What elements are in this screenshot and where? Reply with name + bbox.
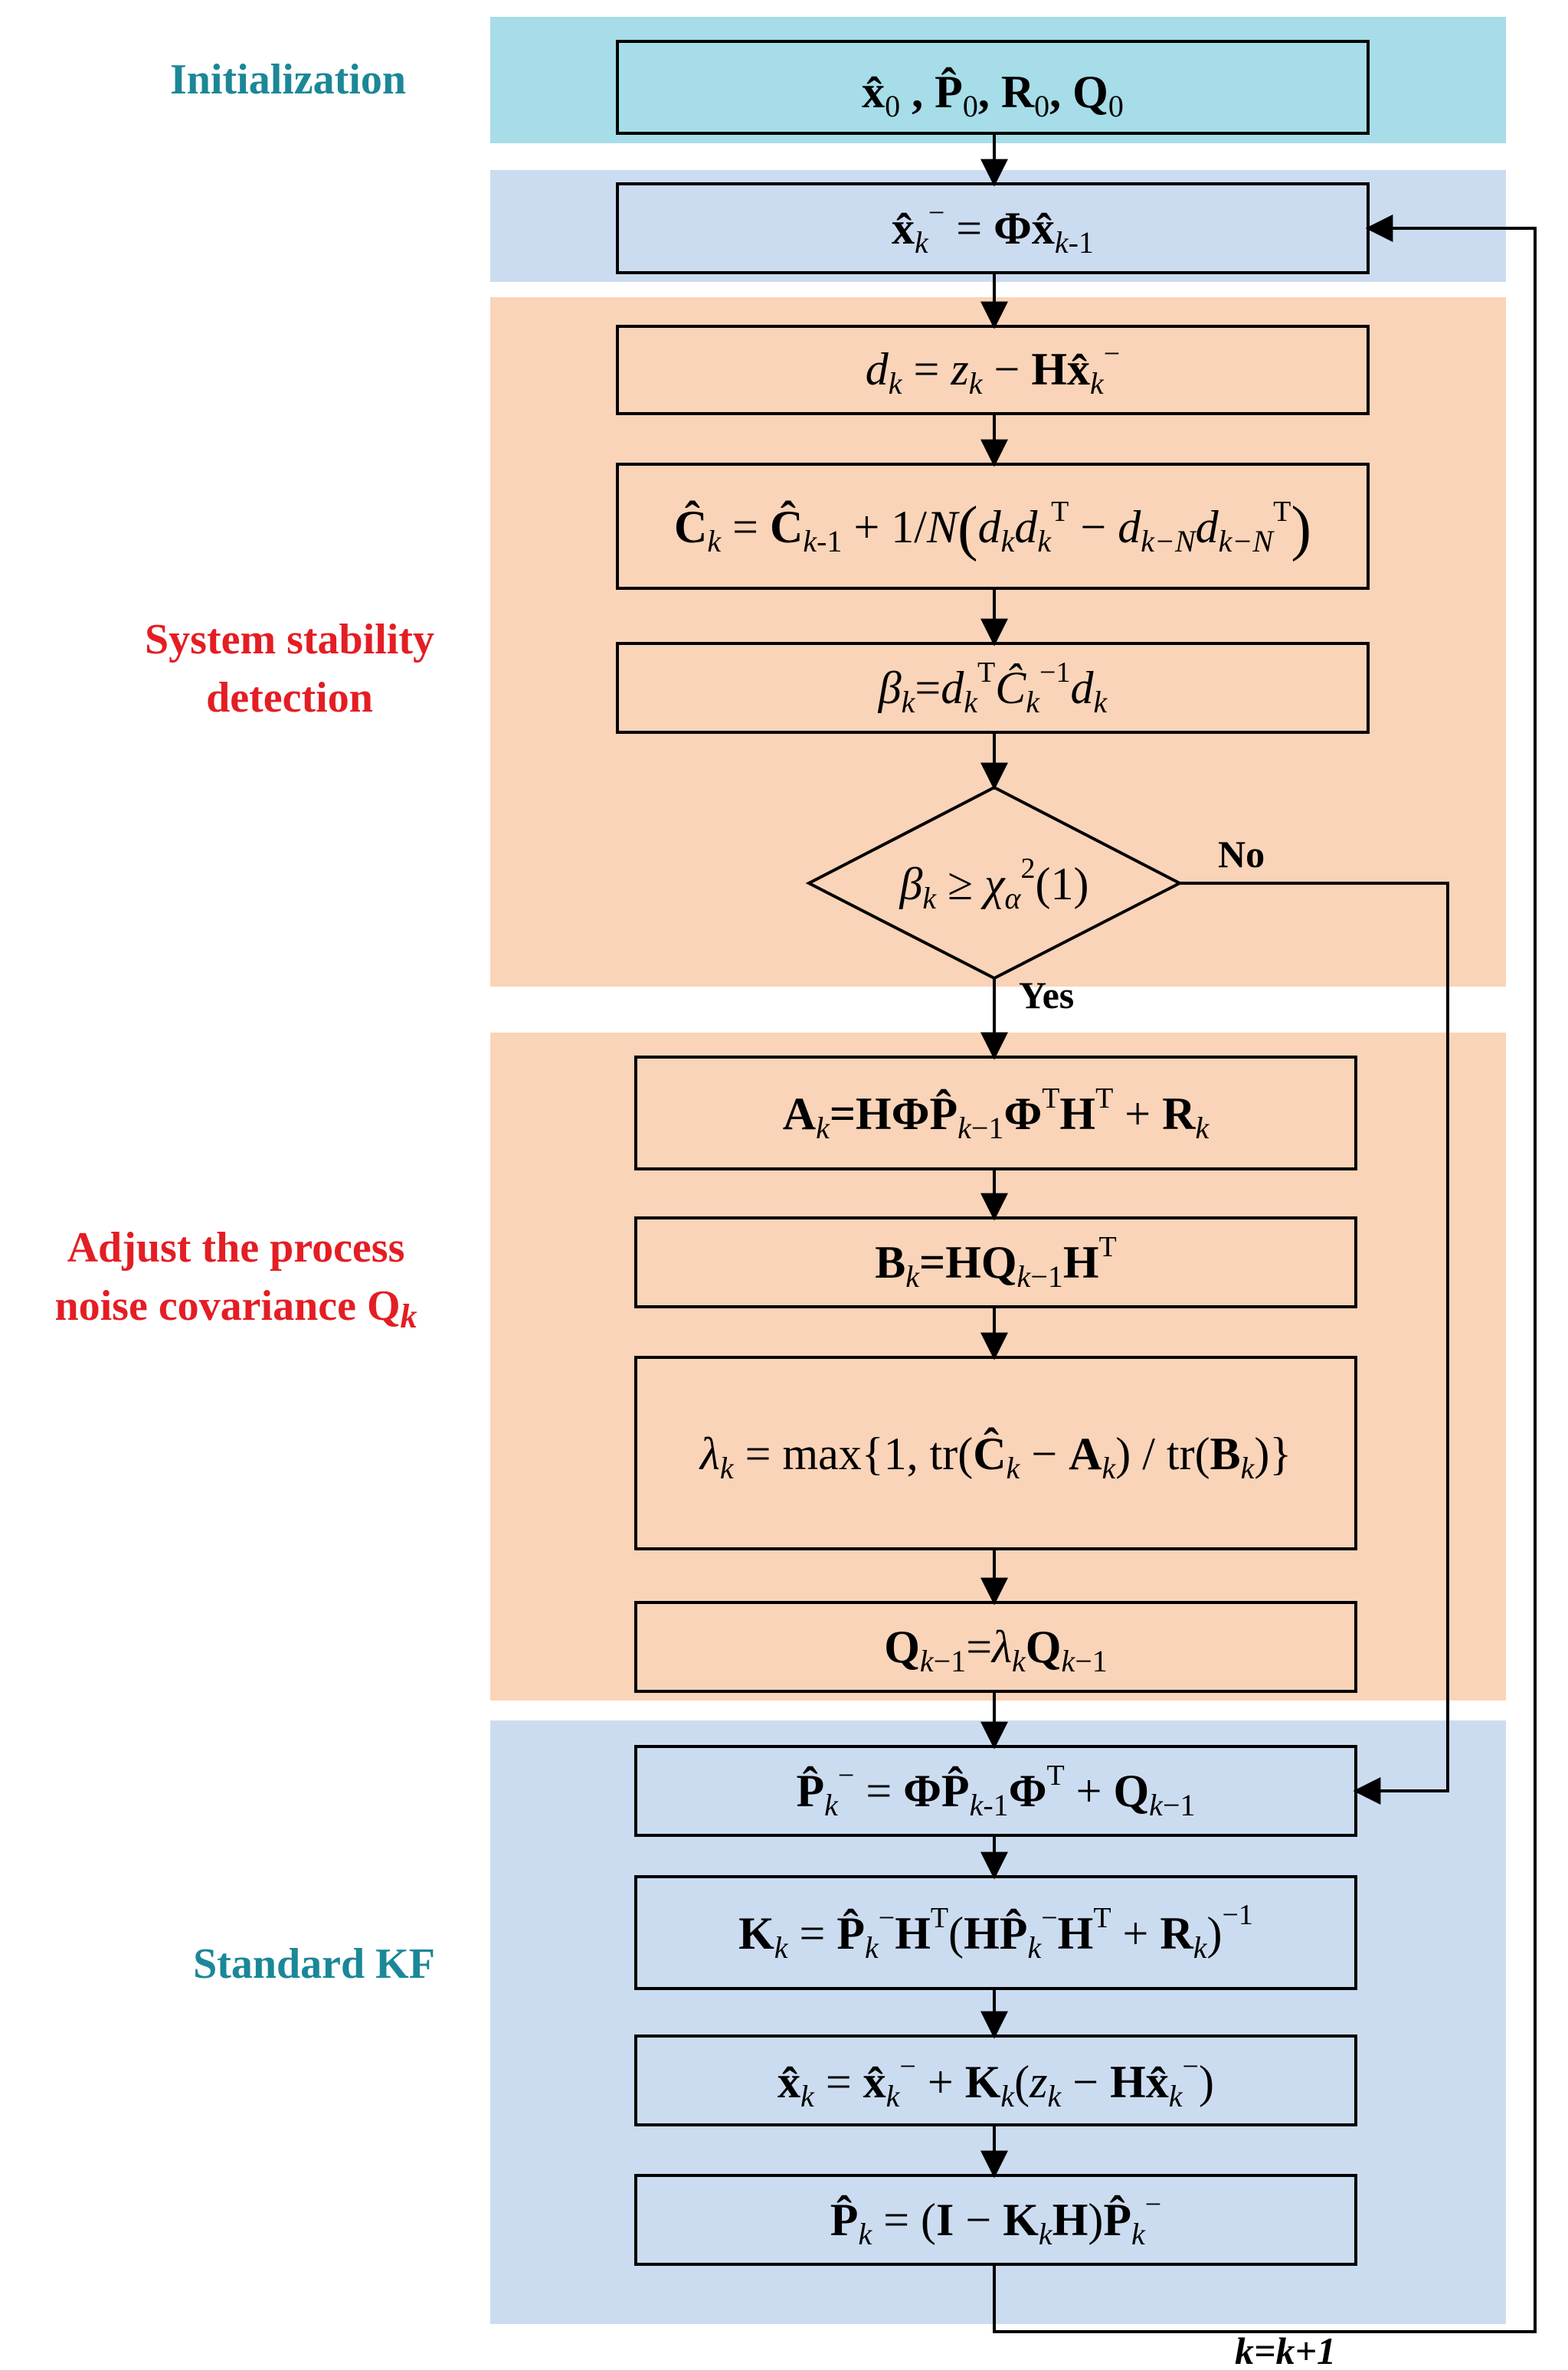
q-update-box bbox=[634, 1601, 1357, 1693]
innovation-cov-box bbox=[616, 463, 1370, 590]
innovation-equation: dk = zk − Hx̂k− bbox=[866, 338, 1120, 401]
predict-cov-equation: P̂k− = ΦP̂k-1ΦT + Qk−1 bbox=[796, 1759, 1195, 1822]
init-box bbox=[616, 40, 1370, 135]
lambda-box bbox=[634, 1356, 1357, 1550]
q-update-equation: Qk−1=λkQk−1 bbox=[884, 1622, 1108, 1678]
update-cov-box bbox=[634, 2174, 1357, 2266]
update-state-box bbox=[634, 2034, 1357, 2126]
stability-label-line2: detection bbox=[206, 674, 373, 722]
update-cov-equation: P̂k = (I − KkH)P̂k− bbox=[830, 2188, 1161, 2251]
initialization-label: Initialization bbox=[170, 56, 406, 103]
gain-equation: Kk = P̂k−HT(HP̂k−HT + Rk)−1 bbox=[738, 1899, 1253, 1965]
a-k-box bbox=[634, 1056, 1357, 1170]
adjust-label-line1: Adjust the process bbox=[67, 1224, 405, 1272]
arrow-loop-back bbox=[993, 214, 1537, 2333]
no-label: No bbox=[1218, 833, 1265, 876]
beta-equation: βk=dkTĈk−1dk bbox=[878, 656, 1108, 719]
predict-state-equation: x̂k− = Φx̂k-1 bbox=[892, 197, 1094, 260]
adjust-label-line2: noise covariance Qk bbox=[54, 1282, 417, 1335]
test-equation: βk ≥ χα2(1) bbox=[899, 853, 1089, 915]
b-k-equation: Bk=HQk−1HT bbox=[875, 1231, 1117, 1294]
innovation-box bbox=[616, 325, 1370, 415]
lambda-equation: λk = max{1, tr(Ĉk − Ak) / tr(Bk)} bbox=[699, 1428, 1291, 1485]
stability-label-line1: System stability bbox=[145, 616, 434, 663]
loop-label: k=k+1 bbox=[1235, 2329, 1336, 2370]
init-equation: x̂0 , P̂0, R0, Q0 bbox=[862, 67, 1124, 123]
arrow-test-no bbox=[1180, 882, 1449, 1805]
yes-label: Yes bbox=[1019, 974, 1074, 1016]
update-state-equation: x̂k = x̂k− + Kk(zk − Hx̂k−) bbox=[777, 2051, 1214, 2113]
innovation-cov-equation: Ĉk = Ĉk-1 + 1/N(dkdkT − dk−Ndk−NT) bbox=[674, 495, 1311, 562]
standard-kf-label: Standard KF bbox=[193, 1940, 435, 1988]
a-k-equation: Ak=HΦP̂k−1ΦTHT + Rk bbox=[783, 1082, 1210, 1145]
